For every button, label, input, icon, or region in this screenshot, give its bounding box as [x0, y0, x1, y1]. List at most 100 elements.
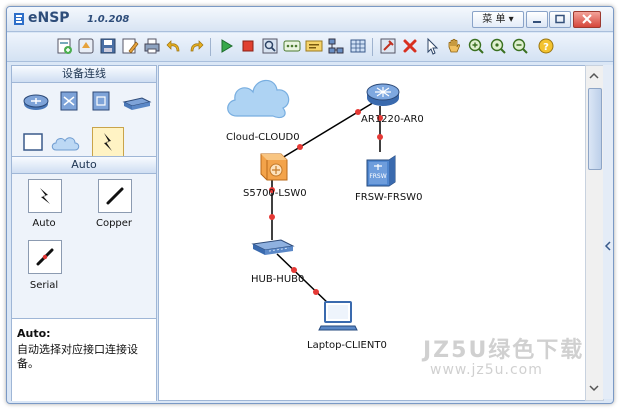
hand-move-button[interactable] — [445, 37, 463, 55]
topology-canvas[interactable]: Cloud-CLOUD0 AR1220-AR0 S5700-LSW0 FRSW … — [158, 65, 587, 401]
zoom-in-icon — [468, 38, 484, 54]
firewall-category-icon[interactable] — [122, 94, 152, 118]
capture-icon — [262, 38, 278, 54]
help-button[interactable]: ? — [537, 37, 555, 55]
connection-description: Auto: 自动选择对应接口连接设备。 — [12, 318, 156, 401]
device-panel-header: 设备连线 — [12, 66, 156, 83]
app-name: eNSP — [28, 10, 70, 26]
minimize-button[interactable] — [526, 11, 548, 28]
chevron-left-icon — [604, 241, 611, 251]
zoom-in-button[interactable] — [467, 37, 485, 55]
new-topology-icon — [57, 38, 72, 54]
connection-category-icon[interactable] — [92, 127, 124, 157]
zoom-out-button[interactable] — [511, 37, 529, 55]
auto-connection-tile[interactable] — [28, 179, 62, 213]
laptop-node-icon[interactable] — [317, 300, 359, 334]
copper-connection-label: Copper — [95, 218, 133, 229]
maximize-icon — [555, 14, 565, 24]
print-button[interactable] — [143, 37, 161, 55]
title-bar[interactable]: eNSP 1.0.208 菜 单 ▾ — [7, 7, 613, 32]
main-menu-dropdown[interactable]: 菜 单 ▾ — [472, 11, 524, 28]
zoom-reset-icon — [490, 38, 506, 54]
serial-connection-tile[interactable] — [28, 240, 62, 274]
hand-move-icon — [448, 38, 461, 53]
redo-button[interactable] — [187, 37, 205, 55]
zoom-reset-button[interactable] — [489, 37, 507, 55]
canvas-vertical-scrollbar[interactable] — [585, 65, 604, 401]
redo-icon — [190, 40, 204, 52]
cloud-category-icon[interactable] — [50, 130, 80, 154]
port-dot — [313, 289, 319, 295]
side-panel-collapse[interactable] — [603, 65, 613, 399]
port-dot — [269, 187, 275, 193]
hub-node-label: HUB-HUB0 — [251, 274, 305, 285]
cli-button[interactable] — [283, 37, 301, 55]
description-text: 自动选择对应接口连接设备。 — [17, 343, 138, 370]
open-button[interactable] — [77, 37, 95, 55]
toolbar-separator — [210, 38, 211, 56]
port-dot — [355, 109, 361, 115]
capture-button[interactable] — [261, 37, 279, 55]
save-icon — [100, 38, 116, 54]
topology-links — [269, 100, 383, 307]
svg-text:?: ? — [543, 42, 549, 53]
port-dot — [291, 267, 297, 273]
save-as-button[interactable] — [121, 37, 139, 55]
port-dot — [377, 115, 383, 121]
select-pointer-button[interactable] — [423, 37, 441, 55]
main-menu-label: 菜 单 — [482, 14, 506, 25]
description-title: Auto: — [17, 327, 51, 340]
new-topology-button[interactable] — [55, 37, 73, 55]
cloud-node-label: Cloud-CLOUD0 — [226, 132, 300, 143]
auto-connection-label: Auto — [32, 218, 56, 229]
frsw-badge-text: FRSW — [369, 173, 386, 180]
copper-connection-tile[interactable] — [98, 179, 132, 213]
frsw-node-icon[interactable]: FRSW — [363, 154, 399, 188]
undo-button[interactable] — [165, 37, 183, 55]
wireless-category-icon[interactable] — [88, 88, 116, 112]
link-hub-laptop — [276, 253, 332, 307]
toolbar-separator — [372, 38, 373, 56]
undo-icon — [166, 40, 180, 52]
ensp-window: eNSP 1.0.208 菜 单 ▾ — [6, 6, 614, 404]
switch-node-label: S5700-LSW0 — [243, 188, 307, 199]
app-version: 1.0.208 — [87, 14, 130, 25]
router-node-icon[interactable] — [365, 80, 401, 108]
delete-icon — [403, 39, 417, 53]
close-button[interactable] — [573, 11, 601, 28]
maximize-button[interactable] — [549, 11, 571, 28]
topology-button[interactable] — [327, 37, 345, 55]
serial-connection-label: Serial — [29, 280, 59, 291]
stop-device-icon — [242, 40, 254, 52]
scroll-down-icon[interactable] — [588, 382, 600, 394]
scroll-thumb[interactable] — [588, 88, 602, 170]
delete-button[interactable] — [401, 37, 419, 55]
port-dot — [297, 144, 303, 150]
router-category-icon[interactable] — [22, 90, 50, 114]
stop-device-button[interactable] — [239, 37, 257, 55]
grid-icon — [350, 39, 366, 53]
hub-node-icon[interactable] — [251, 236, 295, 258]
cloud-node-icon[interactable] — [223, 72, 293, 122]
ensp-logo-icon — [14, 13, 24, 25]
grid-button[interactable] — [349, 37, 367, 55]
scroll-up-icon[interactable] — [588, 70, 600, 82]
start-device-icon — [221, 39, 233, 53]
select-pointer-icon — [427, 37, 439, 55]
switch-category-icon[interactable] — [56, 88, 84, 112]
save-button[interactable] — [99, 37, 117, 55]
text-label-icon — [305, 40, 323, 52]
settings-button[interactable] — [379, 37, 397, 55]
toolbar: ? — [7, 33, 613, 62]
start-device-button[interactable] — [217, 37, 235, 55]
pc-category-icon[interactable] — [18, 130, 46, 154]
watermark-url: www.jz5u.com — [430, 362, 543, 378]
text-label-button[interactable] — [305, 37, 323, 55]
chevron-down-icon: ▾ — [508, 14, 514, 25]
laptop-node-label: Laptop-CLIENT0 — [307, 340, 387, 351]
minimize-icon — [533, 21, 541, 23]
close-icon — [582, 14, 592, 24]
open-icon — [78, 38, 94, 54]
switch-node-icon[interactable] — [255, 150, 291, 184]
auto-lightning-icon — [40, 188, 50, 204]
